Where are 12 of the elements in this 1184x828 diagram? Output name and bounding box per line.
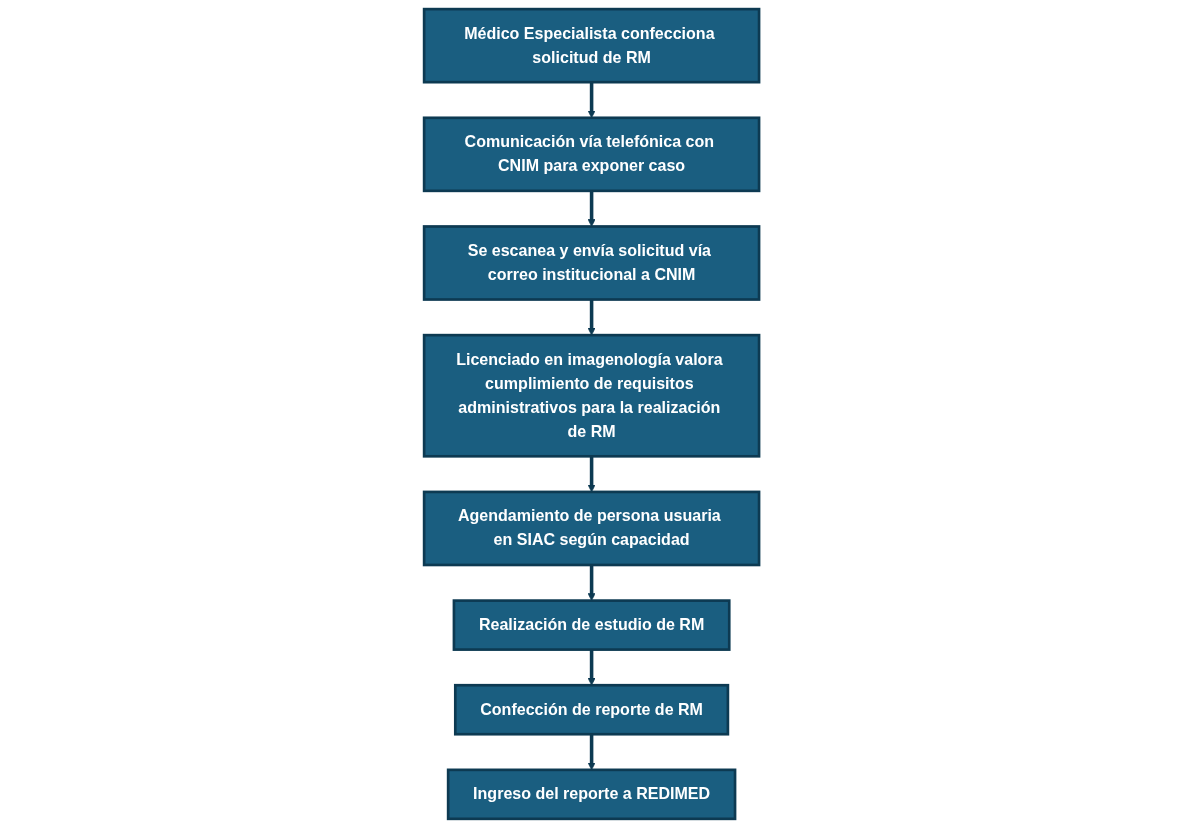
node-box: Realización de estudio de RM (453, 599, 731, 651)
node-box: Comunicación vía telefónica con CNIM para exponer caso (423, 116, 761, 193)
node-box: Licenciado en imagenología valora cumplimiento de requisitos administrativos para la realización de RM (423, 333, 761, 458)
arrow (588, 299, 596, 336)
node-box: Agendamiento de persona usuaria en SIAC según capacidad (423, 490, 761, 567)
arrow (588, 190, 596, 227)
node-box: Médico Especialista confecciona solicitud de RM (423, 7, 761, 84)
arrow (588, 565, 596, 601)
node-box: Confección de reporte de RM (454, 683, 730, 736)
arrow (588, 649, 596, 686)
node-box: Se escanea y envía solicitud vía correo institucional a CNIM (423, 225, 761, 301)
node-box: Ingreso del reporte a REDIMED (447, 768, 737, 821)
